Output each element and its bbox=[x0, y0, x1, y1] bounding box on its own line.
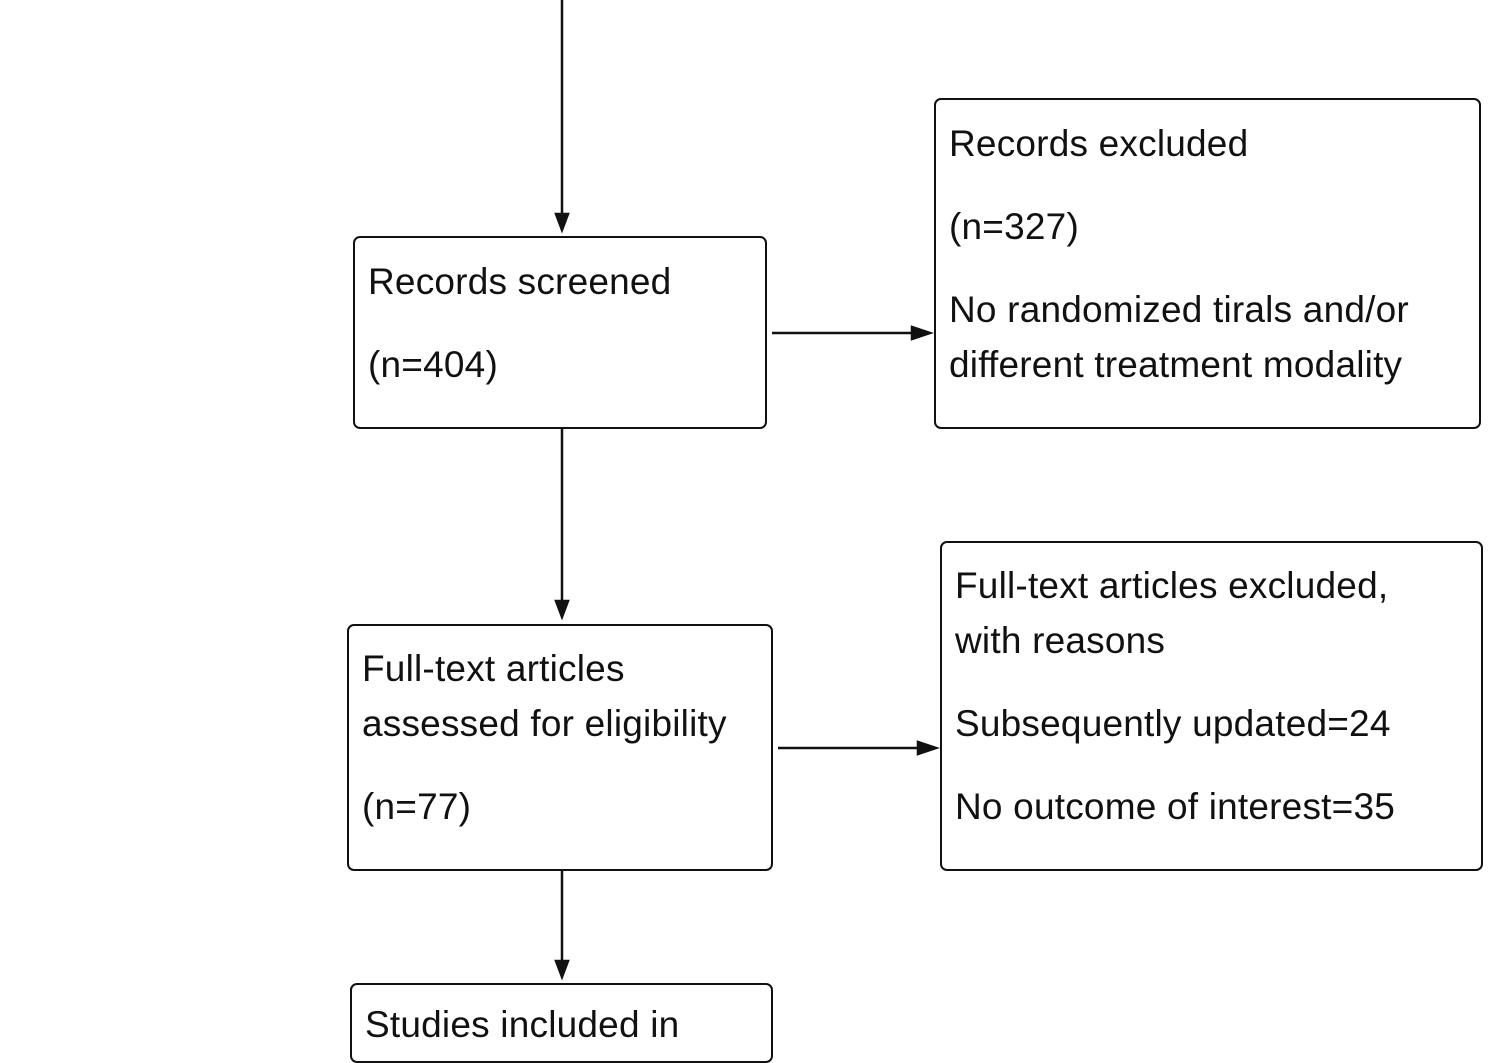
arrowhead-fulltext bbox=[554, 599, 570, 621]
studies-included-box: Studies included in bbox=[350, 983, 773, 1063]
arrowhead-screened bbox=[554, 212, 570, 234]
arrowhead-included bbox=[554, 959, 570, 981]
fulltext-excluded-reason1: Subsequently updated=24 bbox=[955, 703, 1391, 744]
records-screened-label: Records screened bbox=[368, 261, 672, 302]
fulltext-assessed-line2: assessed for eligibility bbox=[362, 703, 727, 744]
fulltext-excluded-box: Full-text articles excluded, with reason… bbox=[940, 541, 1483, 871]
arrowhead-fulltext-excluded bbox=[916, 740, 940, 756]
records-excluded-reason-line2: different treatment modality bbox=[949, 344, 1403, 385]
flow-connectors bbox=[554, 0, 940, 981]
records-excluded-count: (n=327) bbox=[949, 206, 1079, 247]
records-screened-count: (n=404) bbox=[368, 344, 498, 385]
arrowhead-excluded bbox=[910, 325, 934, 341]
fulltext-excluded-line1: Full-text articles excluded, bbox=[955, 565, 1389, 606]
records-excluded-box: Records excluded (n=327) No randomized t… bbox=[934, 98, 1481, 429]
fulltext-excluded-reason2: No outcome of interest=35 bbox=[955, 786, 1396, 827]
studies-included-label: Studies included in bbox=[365, 1004, 680, 1045]
records-excluded-label: Records excluded bbox=[949, 123, 1249, 164]
fulltext-assessed-box: Full-text articles assessed for eligibil… bbox=[347, 624, 773, 871]
fulltext-excluded-line2: with reasons bbox=[955, 620, 1166, 661]
fulltext-assessed-count: (n=77) bbox=[362, 786, 472, 827]
records-screened-box: Records screened (n=404) bbox=[353, 236, 767, 429]
records-excluded-reason-line1: No randomized tirals and/or bbox=[949, 289, 1409, 330]
fulltext-assessed-line1: Full-text articles bbox=[362, 648, 625, 689]
